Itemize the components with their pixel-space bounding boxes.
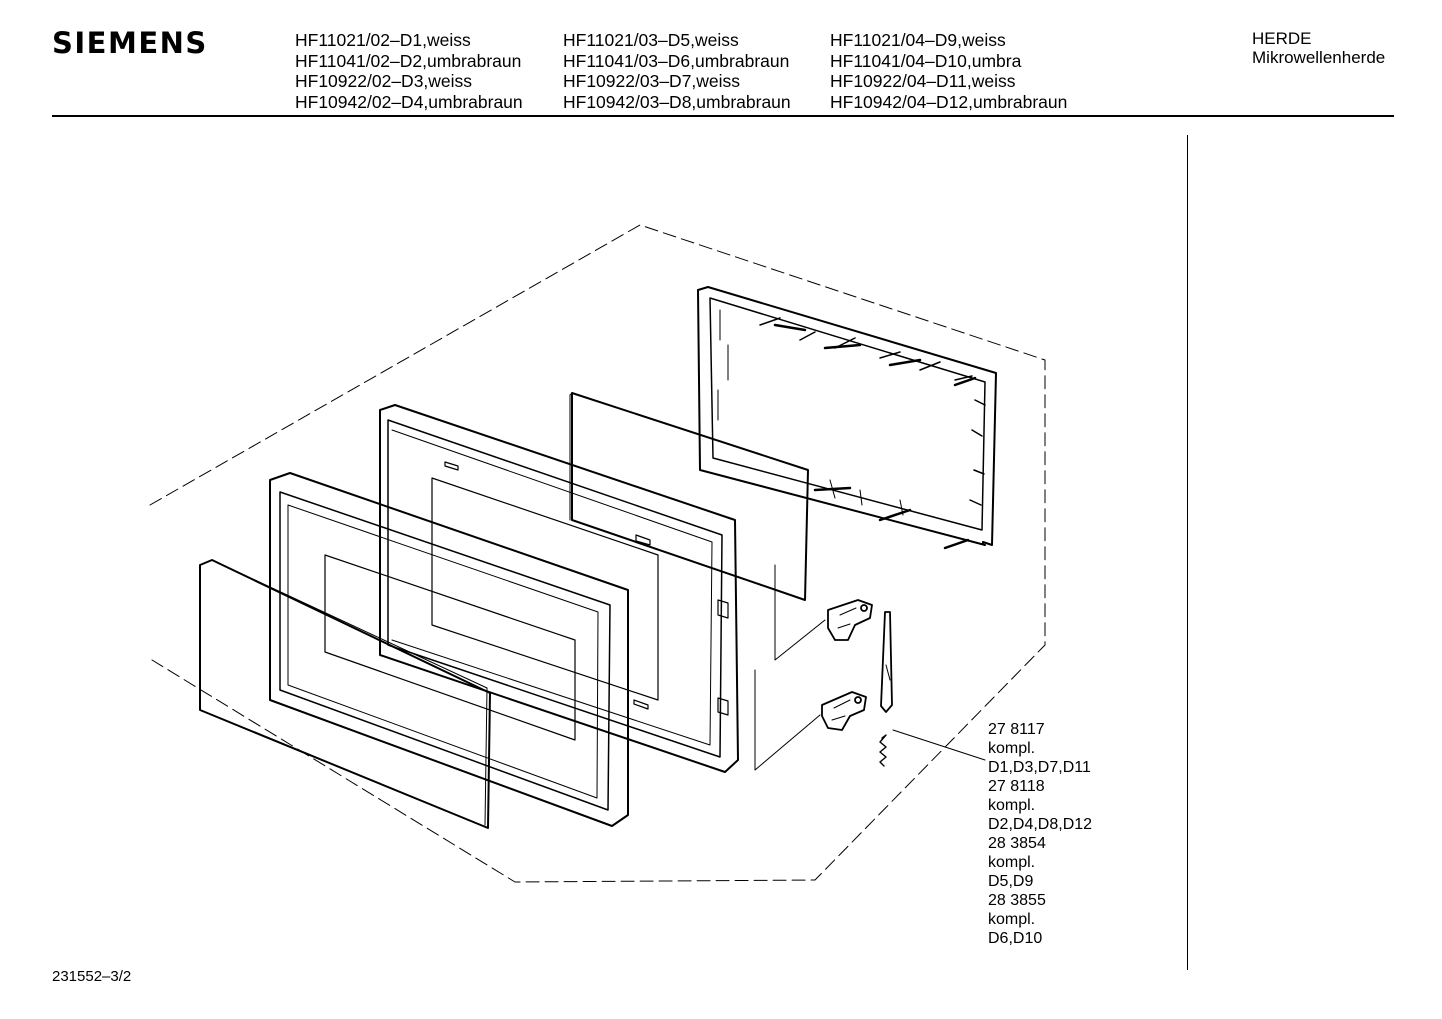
part-variants: D2,D4,D8,D12 (988, 816, 1093, 833)
parts-list: 27 8117 kompl. D1,D3,D7,D11 27 8118 komp… (988, 720, 1092, 948)
outer-door-panel (269, 472, 629, 827)
model-entry: HF11021/03–D5,weiss (563, 30, 739, 50)
model-entry: HF10922/02–D3,weiss (295, 71, 473, 91)
model-entry: HF10922/03–D7,weiss (563, 71, 741, 91)
model-entry: HF11021/02–D1,weiss (295, 30, 471, 50)
model-column-02: HF11021/02–D1,weiss HF11041/02–D2,umbrab… (295, 30, 523, 112)
latch-rod (880, 611, 893, 713)
part-variants: D5,D9 (988, 873, 1034, 890)
window-pane (569, 392, 809, 601)
side-divider (1187, 135, 1188, 970)
part-variants: D6,D10 (988, 930, 1043, 947)
model-column-04: HF11021/04–D9,weiss HF11041/04–D10,umbra… (830, 30, 1067, 112)
model-entry: HF11021/04–D9,weiss (830, 30, 1006, 50)
part-note: kompl. (988, 740, 1036, 757)
model-entry: HF10942/04–D12,umbrabraun (830, 91, 1068, 112)
part-variants: D1,D3,D7,D11 (988, 759, 1091, 776)
category-label: HERDE Mikrowellenherde (1252, 29, 1386, 67)
model-entry: HF10942/03–D8,umbrabraun (563, 91, 791, 112)
header-divider (52, 115, 1394, 117)
assembly-boundary (149, 224, 1046, 883)
part-number: 28 3855 (988, 892, 1046, 909)
model-entry: HF11041/04–D10,umbra (830, 50, 1022, 71)
part-number: 27 8117 (988, 721, 1045, 738)
rear-frame (697, 286, 997, 550)
hinge-bracket-upper (827, 599, 873, 641)
model-entry: HF10922/04–D11,weiss (830, 71, 1016, 91)
siemens-logo: SIEMENS (52, 26, 208, 60)
model-column-03: HF11021/03–D5,weiss HF11041/03–D6,umbrab… (563, 30, 791, 112)
latch-spring (879, 734, 887, 767)
model-entry: HF10942/02–D4,umbrabraun (295, 91, 523, 112)
leader-lines (754, 564, 986, 771)
part-note: kompl. (988, 911, 1036, 928)
document-number: 231552–3/2 (52, 968, 132, 985)
model-entry: HF11041/03–D6,umbrabraun (563, 50, 790, 71)
model-entry: HF11041/02–D2,umbrabraun (295, 50, 522, 71)
hinge-bracket-lower (821, 691, 867, 731)
category-main: HERDE (1252, 29, 1312, 48)
inner-door-frame (379, 404, 739, 773)
part-note: kompl. (988, 854, 1036, 871)
front-glass-plate (199, 559, 491, 829)
part-note: kompl. (988, 797, 1036, 814)
category-sub: Mikrowellenherde (1252, 47, 1386, 67)
part-number: 28 3854 (988, 835, 1046, 852)
part-number: 27 8118 (988, 778, 1045, 795)
